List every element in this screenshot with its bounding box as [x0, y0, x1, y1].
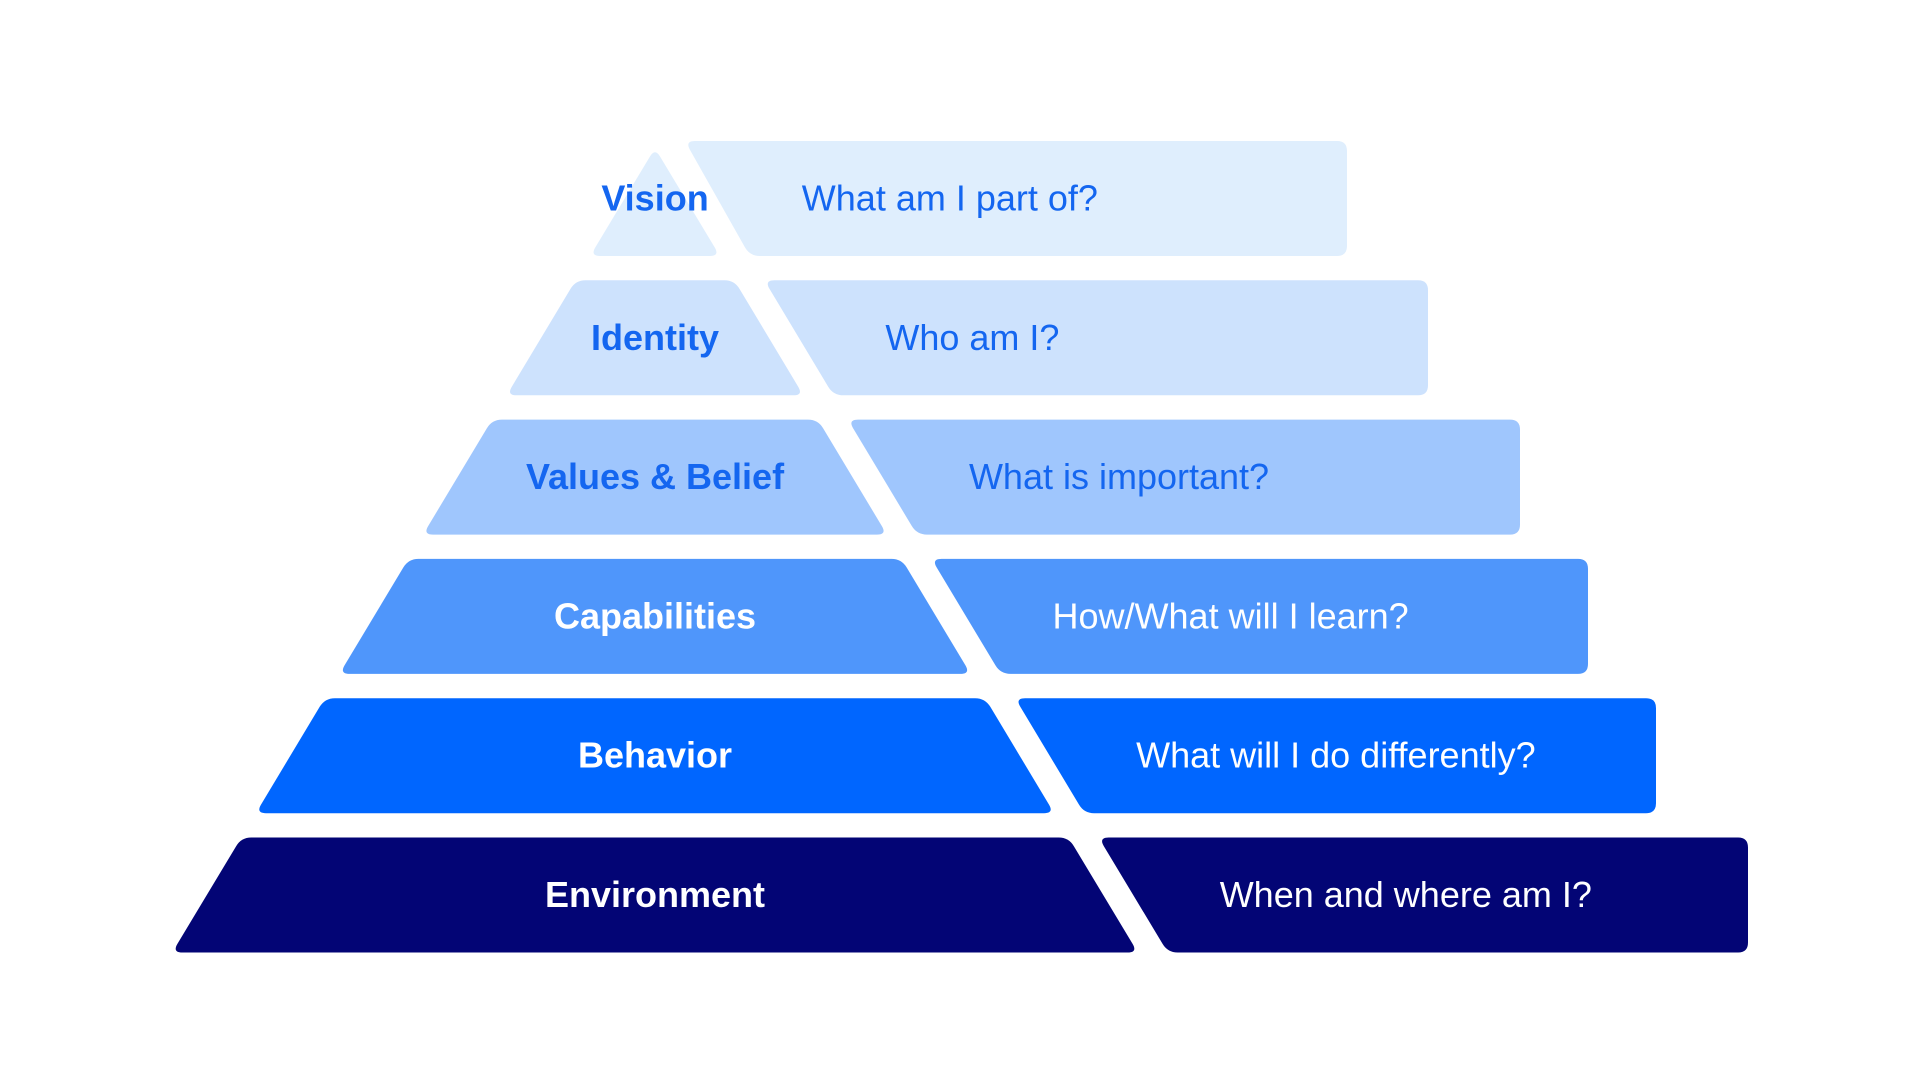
level-question: What am I part of?	[802, 178, 1098, 219]
level-label-shape	[342, 558, 968, 674]
level-label: Capabilities	[554, 595, 756, 636]
level-question-shape	[688, 141, 1347, 256]
level-label-shape	[259, 698, 1051, 814]
level-question-shape	[1018, 698, 1656, 814]
levels-group: Vision What am I part of? Identity Who am I…	[175, 141, 1748, 953]
level-label: Identity	[591, 317, 719, 358]
level-label-shape	[426, 419, 884, 535]
level-label: Vision	[601, 178, 708, 219]
level-question: When and where am I?	[1220, 874, 1592, 915]
level-label: Environment	[545, 874, 765, 915]
level-question: Who am I?	[885, 317, 1059, 358]
level-label-shape	[175, 837, 1135, 953]
level-question: What is important?	[969, 456, 1269, 497]
level-question: How/What will I learn?	[1053, 595, 1409, 636]
level-question-shape	[851, 419, 1520, 535]
level-question-shape	[767, 280, 1428, 396]
level-label-shape	[510, 280, 800, 396]
level-label: Values & Belief	[526, 456, 785, 497]
level-question-shape	[934, 558, 1588, 674]
level-question: What will I do differently?	[1136, 735, 1536, 776]
level-label: Behavior	[578, 735, 732, 776]
level-label-shape	[593, 152, 717, 256]
level-question-shape	[1102, 837, 1748, 953]
